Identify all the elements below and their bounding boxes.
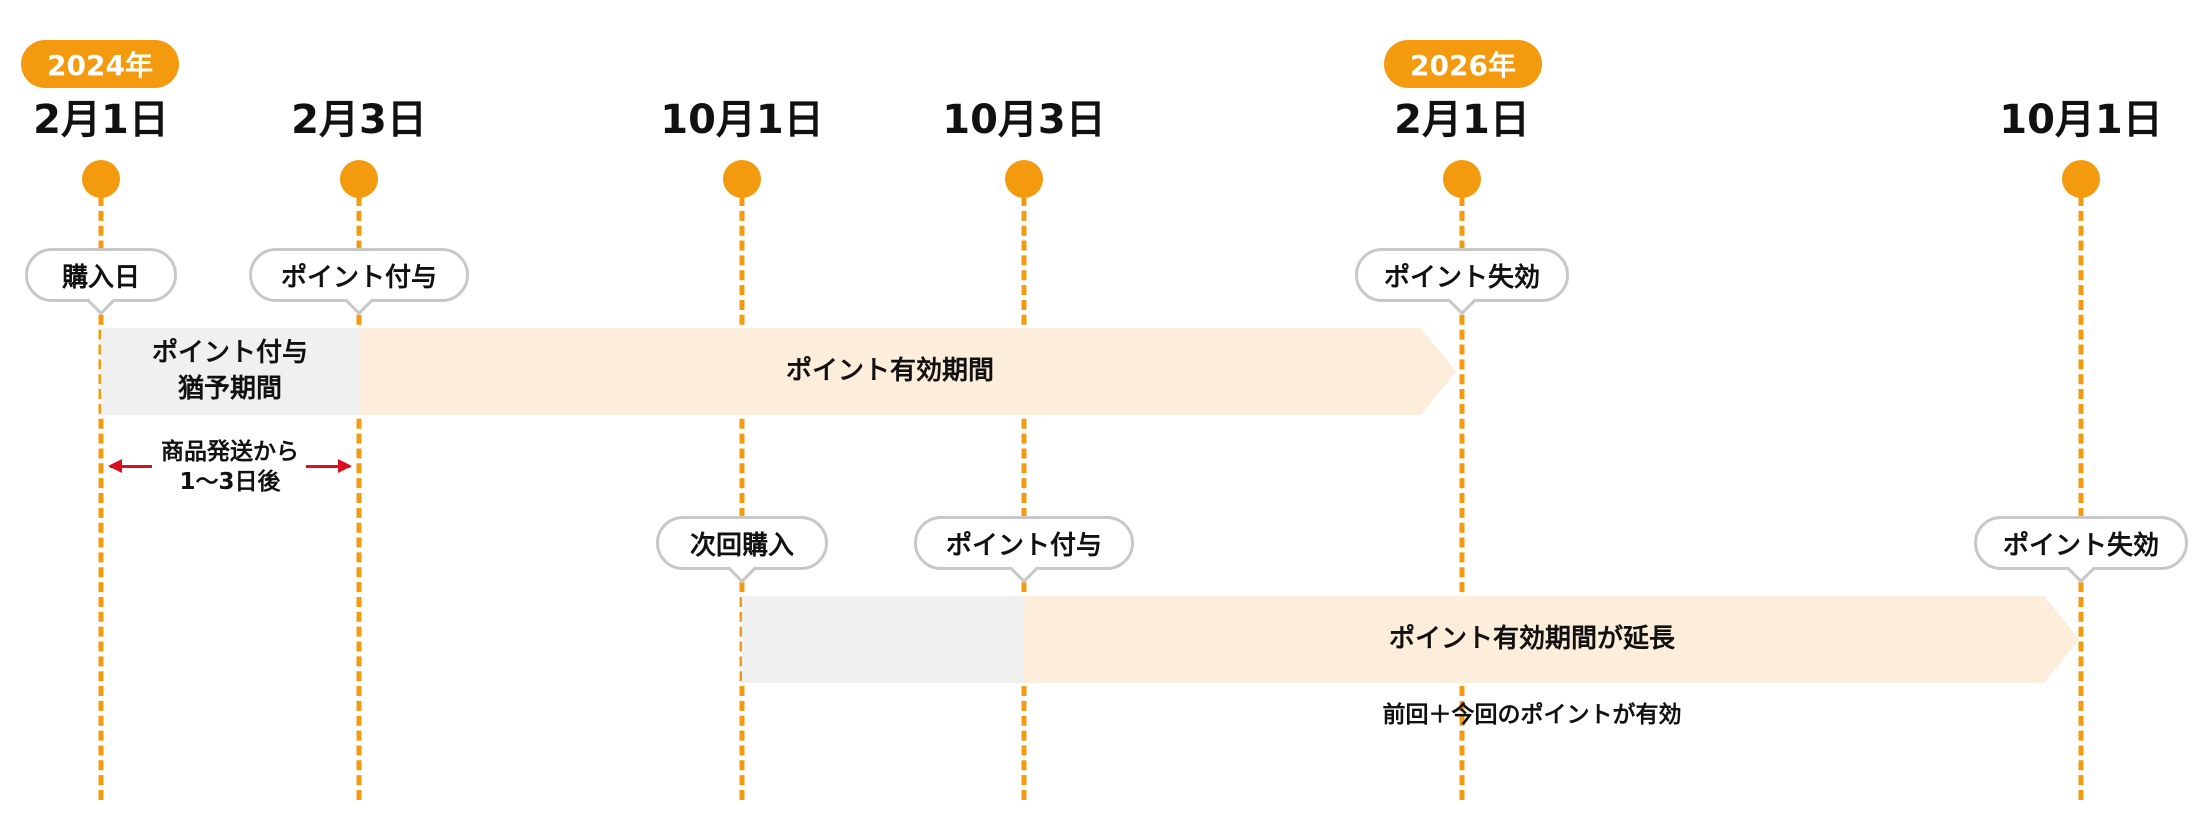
- shipping-arrow-left: [108, 459, 152, 473]
- shipping-arrow-right: [306, 459, 352, 473]
- timeline-dashed-line: [1459, 196, 1465, 800]
- grace-period-label-line1: ポイント付与: [151, 338, 308, 368]
- shipping-note-line1: 商品発送から: [161, 439, 299, 465]
- timeline-dot: [1005, 160, 1043, 198]
- date-label-oct1: 10月1日: [660, 97, 824, 143]
- timeline-dot: [340, 160, 378, 198]
- date-label-feb1-2024: 2月1日: [33, 97, 169, 143]
- next-grace-band: [742, 596, 1024, 683]
- timeline-dashed-line: [739, 196, 745, 800]
- date-label-feb3: 2月3日: [291, 97, 427, 143]
- grace-period-label: ポイント付与 猶予期間: [101, 335, 359, 407]
- grace-period-band: [101, 328, 359, 415]
- timeline-dashed-line: [1021, 196, 1027, 800]
- timeline-dot: [82, 160, 120, 198]
- valid-period-label: ポイント有効期間: [785, 356, 994, 386]
- year-badge-2026: 2026年: [1384, 40, 1542, 88]
- point-expire-bubble-2: ポイント失効: [1974, 516, 2188, 570]
- date-label-feb1-2026: 2月1日: [1394, 97, 1530, 143]
- purchase-date-bubble: 購入日: [25, 248, 177, 302]
- point-grant-bubble: ポイント付与: [249, 248, 469, 302]
- valid-period-band: [359, 328, 1456, 415]
- timeline-dot: [1443, 160, 1481, 198]
- timeline-dot: [723, 160, 761, 198]
- timeline-dot: [2062, 160, 2100, 198]
- timeline-dashed-line: [98, 196, 104, 800]
- combined-points-note: 前回＋今回のポイントが有効: [1382, 702, 1682, 728]
- extended-period-band: [1024, 596, 2079, 683]
- point-grant-bubble-2: ポイント付与: [914, 516, 1134, 570]
- point-expire-bubble: ポイント失効: [1355, 248, 1569, 302]
- extended-period-label: ポイント有効期間が延長: [1388, 624, 1675, 654]
- timeline-dashed-line: [356, 196, 362, 800]
- date-label-oct3: 10月3日: [942, 97, 1106, 143]
- shipping-note-line2: 1～3日後: [179, 469, 281, 495]
- year-badge-2024: 2024年: [21, 40, 179, 88]
- date-label-oct1-later: 10月1日: [1999, 97, 2163, 143]
- next-purchase-bubble: 次回購入: [656, 516, 828, 570]
- grace-period-label-line2: 猶予期間: [177, 374, 282, 404]
- shipping-note: 商品発送から 1～3日後: [155, 437, 305, 497]
- timeline-dashed-line: [2078, 196, 2084, 800]
